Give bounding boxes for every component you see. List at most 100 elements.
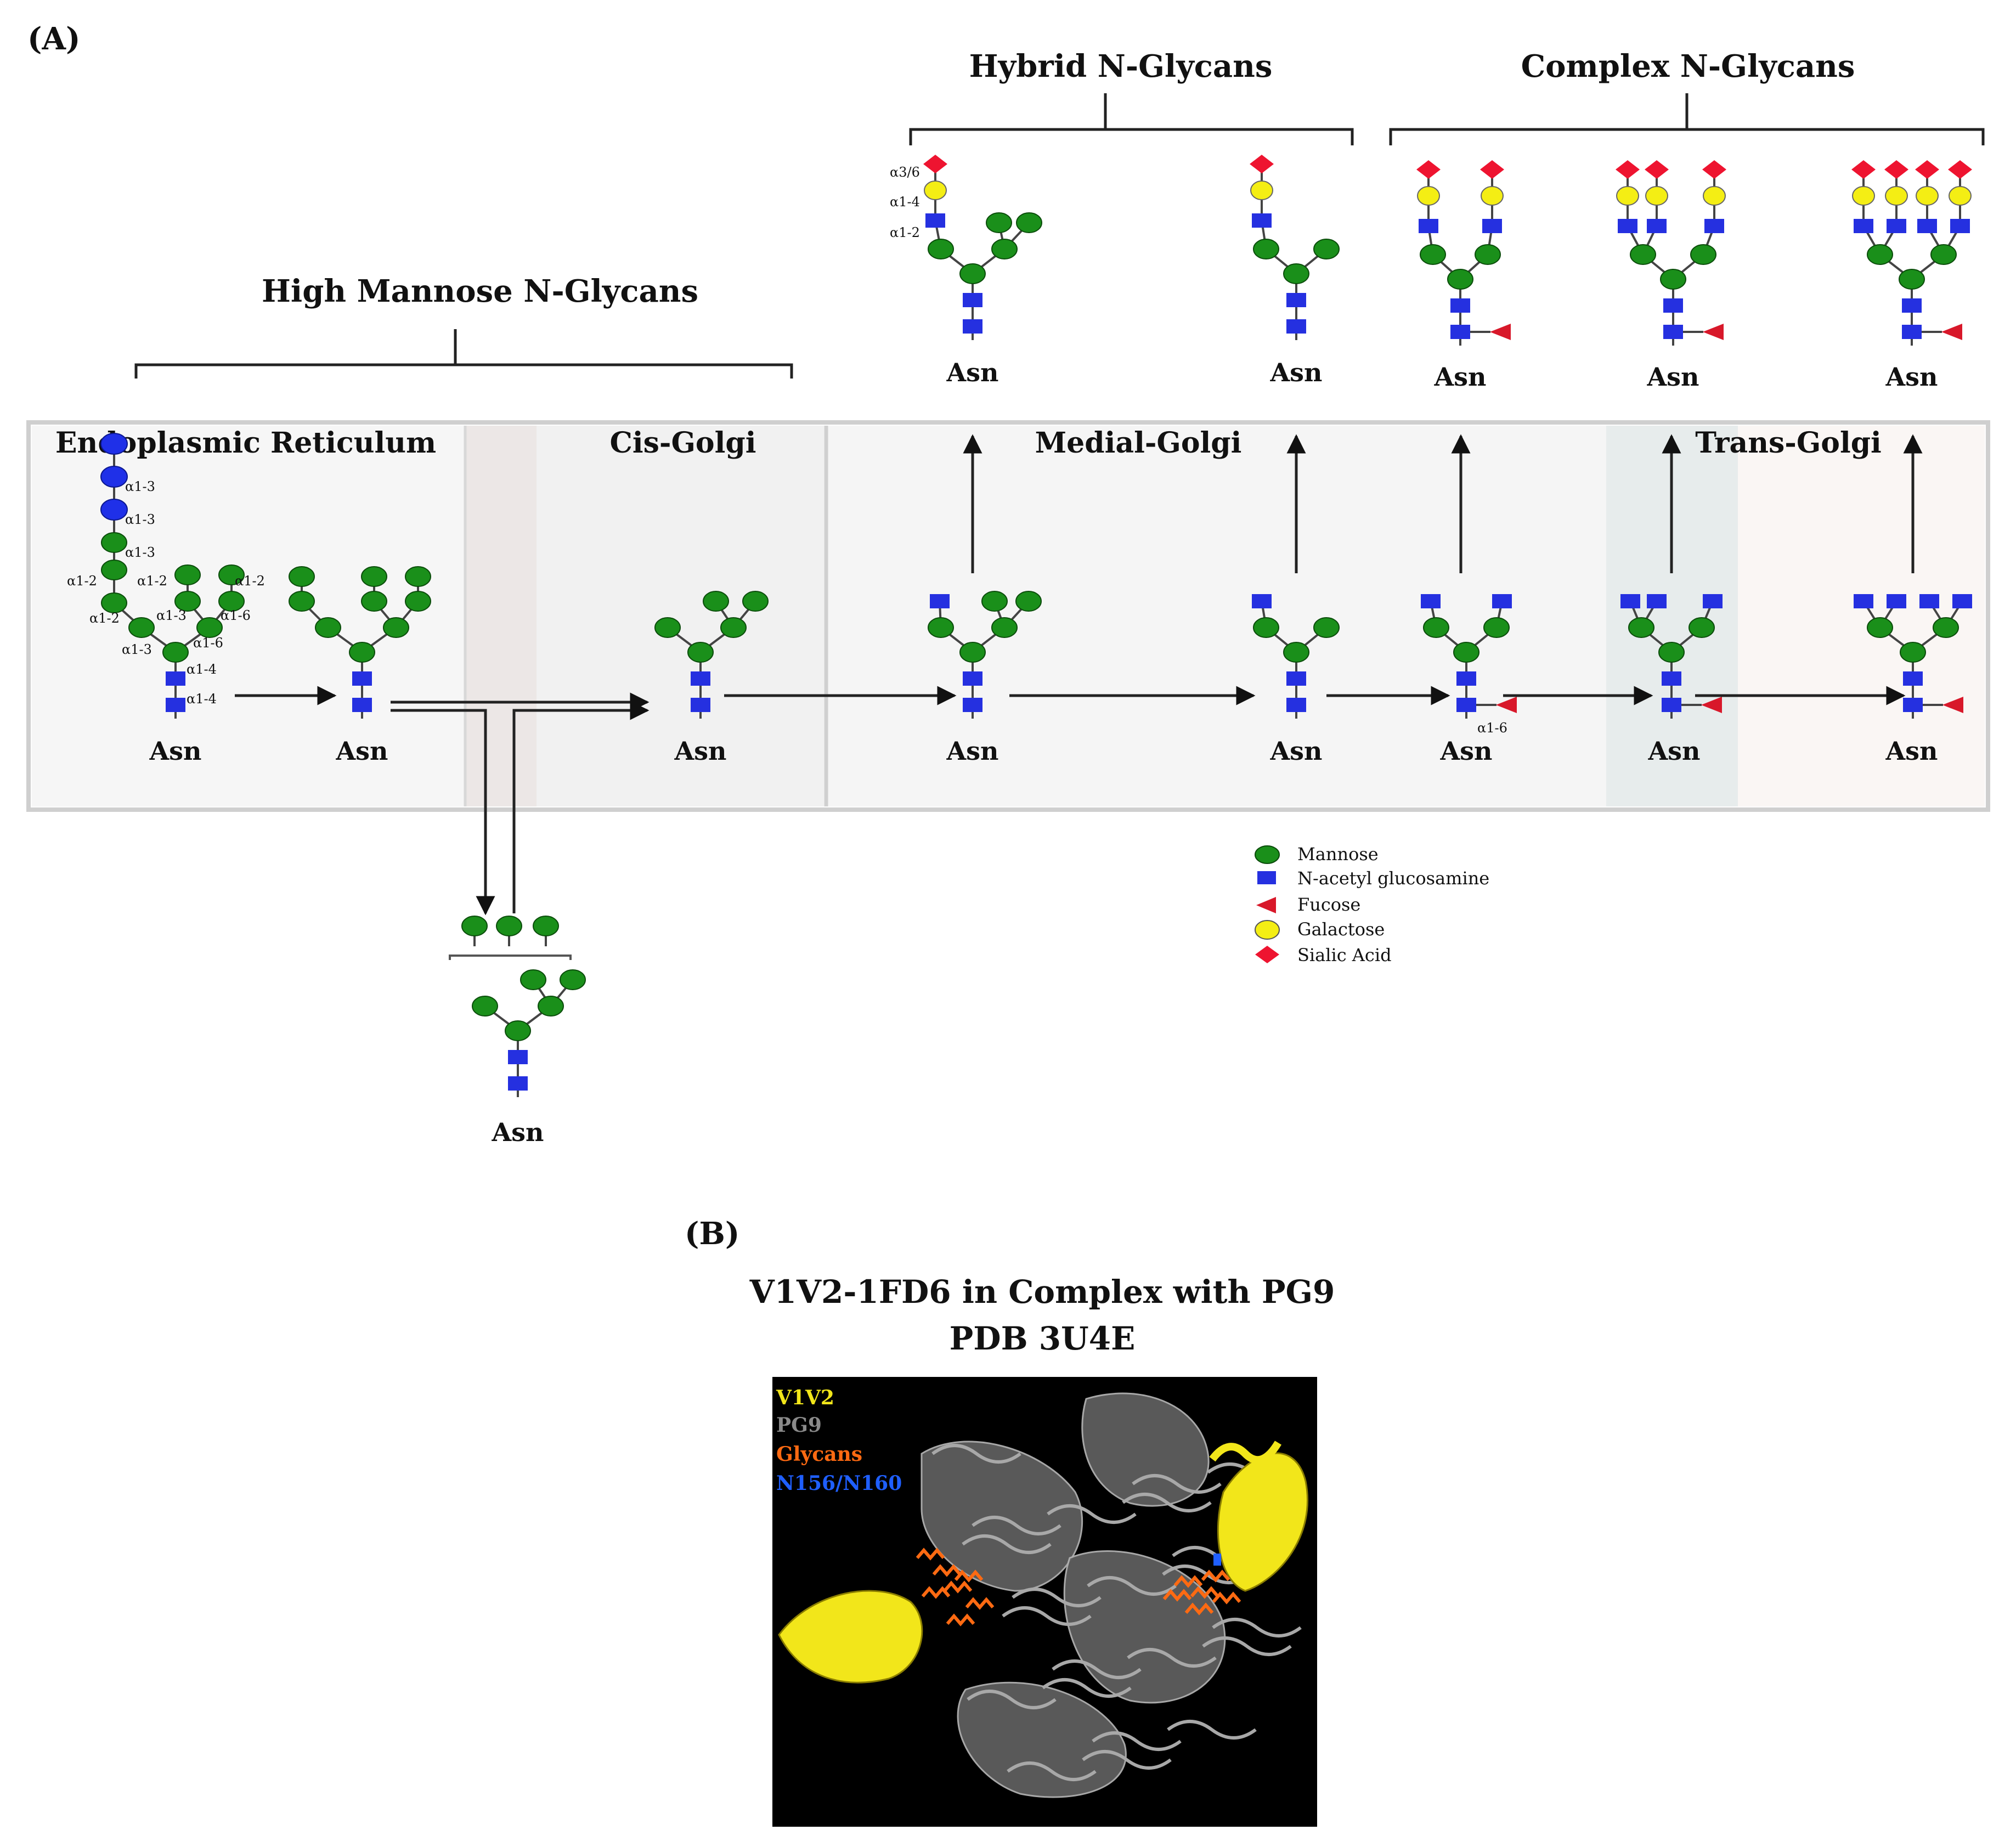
- bracket-complex: [1389, 93, 1985, 145]
- glcnac-icon: [1902, 325, 1922, 339]
- mannose-icon: [1690, 244, 1716, 265]
- glycan-stick: [1173, 1575, 1203, 1588]
- glcnac-icon: [1419, 219, 1438, 233]
- pg9-beta-strand: [1087, 1576, 1177, 1596]
- protein-ribbons: [778, 1392, 1308, 1798]
- er-region: [32, 426, 465, 806]
- mannose-icon: [405, 591, 431, 612]
- pg9-beta-strand: [1212, 1618, 1302, 1637]
- panel-b-label: (B): [685, 1216, 739, 1252]
- mannose-icon: [1900, 642, 1926, 663]
- sialic-acid-icon: [1416, 160, 1441, 179]
- mannose-icon: [218, 591, 245, 612]
- sialic-acid-icon: [1250, 155, 1274, 173]
- mannose-icon: [1313, 239, 1340, 259]
- linkage-label: α1-6: [193, 635, 223, 651]
- glycan-stick: [954, 1569, 984, 1583]
- mannose-icon: [174, 591, 201, 612]
- glcnac-icon: [1887, 594, 1906, 608]
- pathway-arrows: [235, 434, 1923, 916]
- mannose-icon: [505, 1020, 531, 1041]
- asn-label: Asn: [1885, 362, 1938, 392]
- asn-label: Asn: [149, 736, 201, 766]
- structure-legend-pg9: PG9: [776, 1414, 822, 1437]
- asn-label: Asn: [1647, 736, 1700, 766]
- mannose-icon: [1899, 269, 1925, 290]
- mannose-icon: [687, 642, 714, 663]
- linkage-annotations: α1-3 α1-3 α1-3 α1-2 α1-2 α1-2 α1-2 α1-3 …: [67, 165, 1507, 736]
- glcnac-icon: [166, 671, 185, 686]
- mannose-icon: [742, 591, 769, 612]
- pg9-beta-strand: [1052, 1659, 1142, 1679]
- legend-galactose: Galactose: [1297, 919, 1385, 940]
- asn-label: Asn: [1269, 358, 1322, 387]
- glcnac-icon: [1903, 698, 1923, 712]
- galactose-icon: [1645, 186, 1668, 206]
- linkage-label: α1-4: [890, 194, 920, 210]
- mannose-icon: [1933, 617, 1959, 638]
- pg9-beta-strand: [1007, 1761, 1097, 1781]
- glcnac-icon: [1917, 219, 1937, 233]
- glcnac-icon: [1647, 219, 1667, 233]
- compartment-band: [26, 420, 1990, 812]
- pg9-beta-strand: [1132, 1474, 1222, 1494]
- mannose-icon: [196, 617, 223, 638]
- mannose-icon: [461, 916, 488, 936]
- glcnac-icon: [1482, 219, 1502, 233]
- glycan-stick: [946, 1613, 975, 1627]
- mannose-icon: [720, 617, 747, 638]
- mannose-icon: [1930, 244, 1957, 265]
- linkage-label: α1-3: [156, 608, 187, 623]
- asn-label: Asn: [1269, 736, 1322, 766]
- bracket-hybrid: [909, 93, 1354, 145]
- mannose-icon: [349, 642, 375, 663]
- glycan-stick: [916, 1548, 945, 1561]
- glcnac-icon: [1252, 213, 1272, 228]
- pg9-beta-strand: [1202, 1636, 1292, 1656]
- pg9-beta-strand: [972, 1516, 1061, 1535]
- fucose-icon: [1703, 324, 1724, 340]
- mannose-icon: [703, 591, 729, 612]
- mannose-icon: [991, 239, 1018, 259]
- glcnac-icon: [1662, 671, 1681, 686]
- mannose-icon: [472, 996, 498, 1016]
- mannose-icon: [928, 239, 954, 259]
- pg9-beta-strand: [1042, 1678, 1132, 1698]
- fucose-icon: [1701, 697, 1722, 713]
- galactose-icon: [1885, 186, 1908, 206]
- mannose-icon: [101, 592, 127, 613]
- glucose-icon: [100, 499, 128, 521]
- v1v2-domain: [778, 1590, 923, 1684]
- glcnac-icon: [1662, 698, 1681, 712]
- mannose-icon: [1016, 212, 1042, 233]
- sialic-acid-icon: [1702, 160, 1726, 179]
- heading-complex: Complex N-Glycans: [1521, 48, 1855, 84]
- glcnac-icon: [1286, 671, 1306, 686]
- sialic-acid-icon: [1915, 160, 1939, 179]
- asn-label: Asn: [1646, 362, 1699, 392]
- mannose-icon: [361, 566, 387, 587]
- pg9-beta-strand: [1167, 1720, 1257, 1740]
- galactose-icon: [1250, 180, 1273, 200]
- glcnac-icon: [1252, 594, 1272, 608]
- mannose-icon: [1660, 269, 1686, 290]
- glycan-stick: [921, 1586, 951, 1599]
- asn-label: Asn: [674, 736, 726, 766]
- n156-n160-residue: [1213, 1554, 1221, 1566]
- glycan-stick: [1184, 1602, 1214, 1616]
- protein-structure-image: V1V2 PG9 Glycans N156/N160: [772, 1377, 1317, 1827]
- linkage-label: α1-3: [125, 479, 155, 494]
- mannose-icon: [560, 969, 586, 990]
- mannose-icon: [1423, 617, 1449, 638]
- medial-golgi-region: [827, 426, 1606, 806]
- asn-label: Asn: [946, 736, 998, 766]
- pg9-antibody-domain: [957, 1681, 1127, 1798]
- glcnac-icon: [1952, 594, 1972, 608]
- galactose-legend-icon: [1255, 920, 1280, 940]
- glcnac-icon: [1618, 219, 1637, 233]
- glcnac-icon: [691, 671, 710, 686]
- glcnac-icon: [1663, 298, 1683, 313]
- mannose-icon: [991, 617, 1018, 638]
- linkage-label: α1-6: [1477, 720, 1507, 736]
- structure-legend-v1v2: V1V2: [776, 1386, 834, 1409]
